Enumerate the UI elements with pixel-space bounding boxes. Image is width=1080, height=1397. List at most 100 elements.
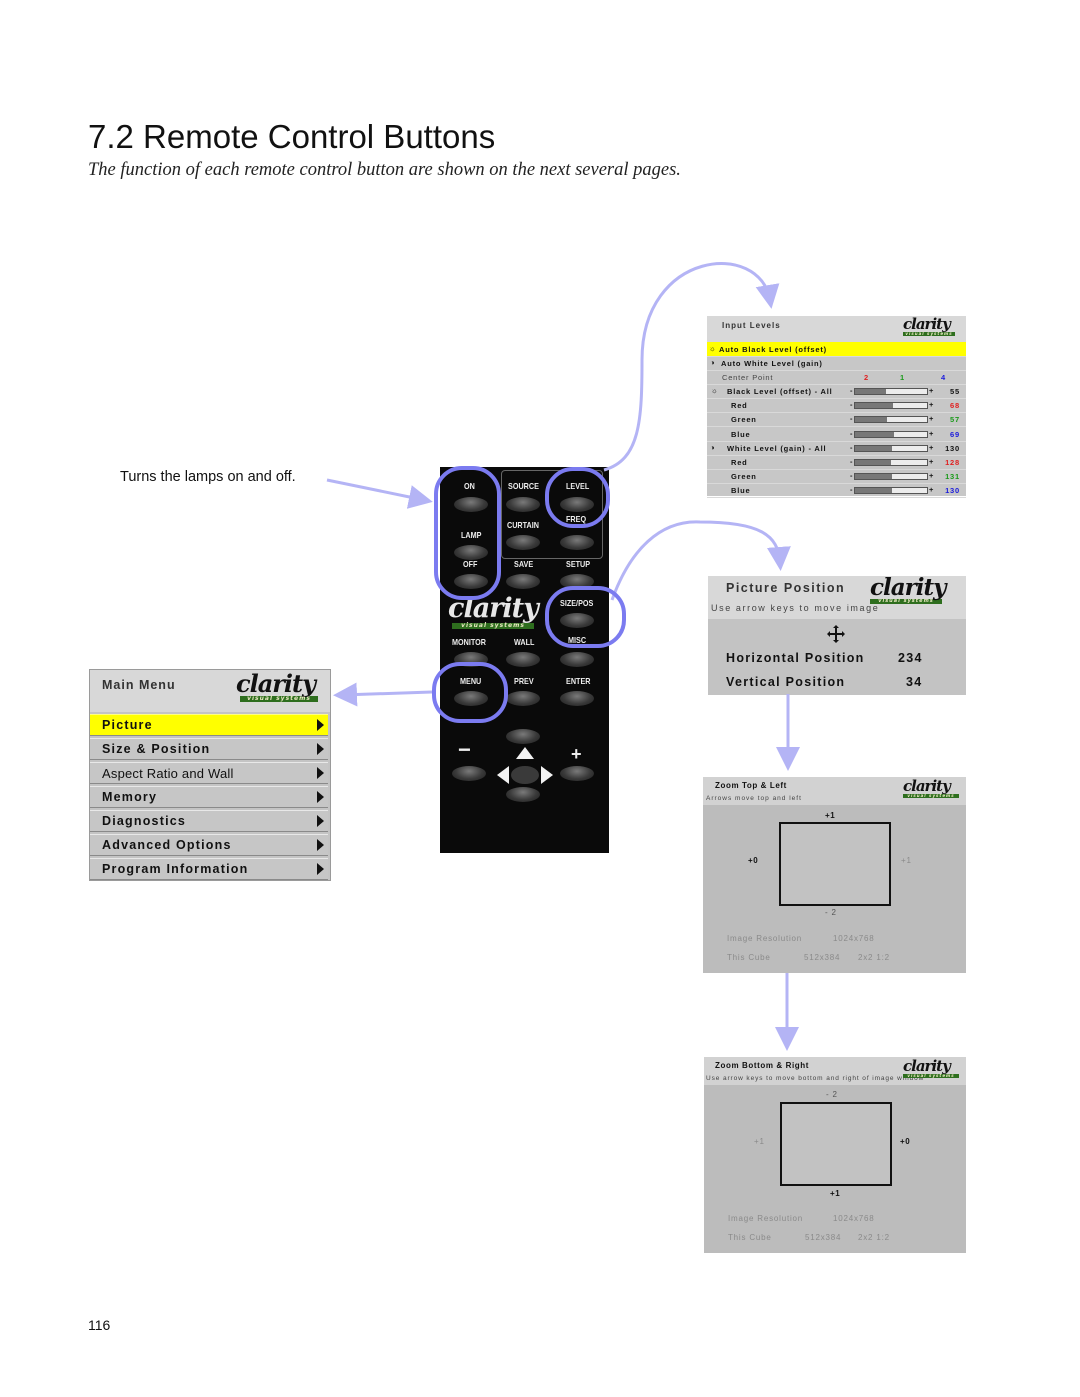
level-slider-fill (855, 445, 892, 451)
save-label: SAVE (514, 559, 534, 569)
level-row[interactable]: Red-+128 (707, 455, 966, 470)
logo-brand: clarity (236, 669, 316, 698)
save-button[interactable] (506, 574, 540, 589)
on-button[interactable] (454, 497, 488, 512)
decrease-control[interactable]: - (850, 386, 854, 395)
center-point-row: Center Point 2 1 4 (707, 370, 966, 385)
move-icon (827, 625, 845, 643)
zoom-top-value: - 2 (826, 1090, 838, 1099)
menu-item-size-position[interactable]: Size & Position (90, 738, 328, 760)
increase-control[interactable]: + (929, 485, 935, 495)
level-slider[interactable] (854, 459, 928, 466)
auto-black-level-item[interactable]: ☼ Auto Black Level (offset) (707, 342, 966, 357)
level-slider-fill (855, 474, 892, 480)
level-slider[interactable] (854, 388, 928, 395)
size-pos-button[interactable] (560, 613, 594, 628)
level-row[interactable]: Green-+57 (707, 412, 966, 428)
decrease-control[interactable]: - (850, 428, 854, 438)
wall-button[interactable] (506, 652, 540, 667)
lamp-callout-arrow (326, 478, 433, 509)
menu-item-program-information[interactable]: Program Information (90, 858, 328, 880)
on-label: ON (464, 481, 475, 491)
page-title: 7.2 Remote Control Buttons (88, 118, 496, 155)
menu-item-memory[interactable]: Memory (90, 786, 328, 808)
menu-item-aspect-ratio[interactable]: Aspect Ratio and Wall (90, 762, 328, 784)
page-number: 116 (88, 1317, 111, 1333)
increase-control[interactable]: + (929, 442, 935, 452)
image-resolution-label: Image Resolution (727, 934, 803, 943)
center-point-red: 2 (864, 373, 869, 382)
level-row[interactable]: Red - +68 (707, 398, 966, 414)
level-row-label: Blue (731, 429, 751, 439)
picture-position-header: Picture Position Use arrow keys to move … (708, 576, 966, 619)
misc-button[interactable] (560, 652, 594, 667)
menu-item-diagnostics[interactable]: Diagnostics (90, 810, 328, 832)
level-row-label: Red (731, 401, 748, 411)
minus-button[interactable] (452, 766, 486, 781)
zoom-header (704, 1057, 966, 1085)
decrease-control[interactable]: - (850, 457, 854, 466)
increase-control[interactable]: + (929, 414, 935, 424)
sun-icon: ☼ (709, 344, 717, 353)
left-arrow-icon[interactable] (497, 766, 509, 784)
enter-button[interactable] (560, 691, 594, 706)
clarity-logo: clarity visual systems (903, 317, 955, 336)
level-row[interactable]: Blue-+69 (707, 427, 966, 442)
zoom-left-value: +0 (748, 856, 759, 865)
freq-button[interactable] (560, 535, 594, 550)
increase-control[interactable]: + (929, 471, 935, 481)
level-slider[interactable] (854, 487, 928, 495)
decrease-control[interactable]: - (850, 485, 854, 495)
setup-button[interactable] (560, 574, 594, 589)
level-row[interactable]: ◑White Level (gain) - All-+130 (707, 441, 966, 456)
level-slider[interactable] (854, 473, 928, 481)
center-point-blue: 4 (941, 373, 946, 382)
level-slider[interactable] (854, 402, 928, 410)
increase-control[interactable]: + (929, 400, 935, 410)
level-value: 130 (945, 443, 960, 453)
level-slider-fill (855, 417, 888, 423)
level-slider-fill (855, 488, 892, 494)
this-cube-label: This Cube (727, 953, 771, 962)
plus-button[interactable] (560, 766, 594, 781)
level-value: 68 (950, 401, 960, 411)
dpad-icon[interactable] (495, 745, 555, 805)
menu-item-picture[interactable]: Picture (90, 714, 328, 736)
menu-item-advanced-options[interactable]: Advanced Options (90, 834, 328, 856)
center-button[interactable] (506, 729, 540, 744)
level-slider[interactable] (854, 430, 928, 438)
increase-control[interactable]: + (929, 386, 935, 395)
prev-label: PREV (514, 676, 534, 686)
down-button[interactable] (506, 787, 540, 802)
logo-brand: clarity (903, 1057, 951, 1075)
clarity-logo: clarity visual systems (236, 672, 326, 702)
off-button[interactable] (454, 574, 488, 589)
size-pos-label: SIZE/POS (560, 598, 594, 608)
level-row[interactable]: ☼Black Level (offset) - All-+55 (707, 384, 966, 399)
menu-button-ring (432, 662, 508, 723)
decrease-control[interactable]: - (850, 400, 854, 410)
level-row[interactable]: Blue-+130 (707, 483, 966, 499)
decrease-control[interactable]: - (850, 471, 854, 481)
right-arrow-icon[interactable] (541, 766, 553, 784)
level-button[interactable] (560, 497, 594, 512)
menu-item-label: Program Information (102, 862, 249, 876)
menu-button[interactable] (454, 691, 488, 706)
level-row[interactable]: Green-+131 (707, 469, 966, 485)
prev-button[interactable] (506, 691, 540, 706)
level-slider[interactable] (854, 444, 928, 452)
increase-control[interactable]: + (929, 457, 935, 466)
level-slider-fill (855, 431, 894, 437)
up-arrow-icon[interactable] (516, 747, 534, 759)
curtain-button[interactable] (506, 535, 540, 550)
decrease-control[interactable]: - (850, 442, 854, 452)
source-button[interactable] (506, 497, 540, 512)
increase-control[interactable]: + (929, 428, 935, 438)
arrow-right-icon (317, 719, 324, 731)
auto-white-level-item[interactable]: ◑ Auto White Level (gain) (707, 356, 966, 371)
picture-position-title: Picture Position (726, 581, 846, 595)
level-slider[interactable] (854, 416, 928, 424)
decrease-control[interactable]: - (850, 414, 854, 424)
menu-item-label: Picture (102, 718, 153, 732)
